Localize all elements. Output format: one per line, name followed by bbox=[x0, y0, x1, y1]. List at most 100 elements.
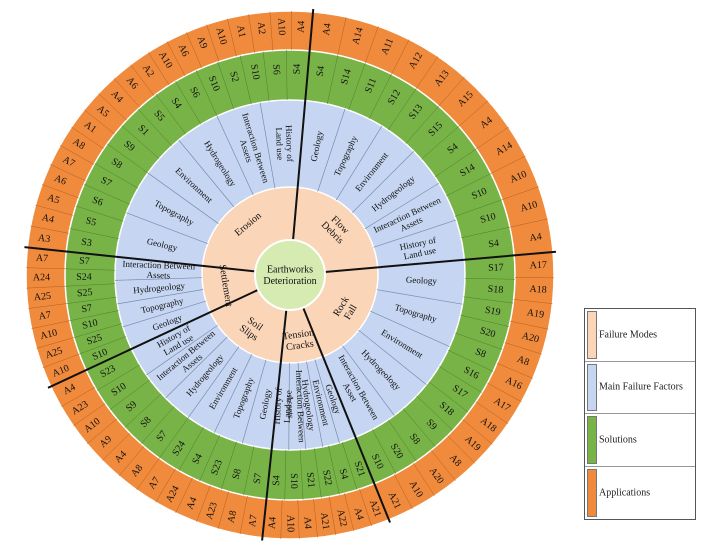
solution-separator bbox=[69, 310, 119, 321]
factor-separator bbox=[364, 182, 440, 230]
application-separator bbox=[487, 382, 522, 402]
solution-label: S4 bbox=[169, 96, 184, 111]
application-label: A6 bbox=[52, 173, 68, 188]
solution-label: S8 bbox=[407, 432, 422, 447]
solution-separator bbox=[387, 88, 417, 131]
application-label: A10 bbox=[214, 26, 229, 46]
application-separator bbox=[113, 78, 141, 108]
solution-separator bbox=[94, 163, 139, 189]
application-separator bbox=[31, 320, 70, 329]
solution-separator bbox=[455, 332, 503, 350]
application-label: A5 bbox=[46, 192, 61, 206]
solution-label: S7 bbox=[99, 175, 113, 190]
application-separator bbox=[130, 64, 155, 96]
application-separator bbox=[496, 362, 533, 379]
solution-label: S4 bbox=[315, 65, 327, 77]
factor-separator bbox=[306, 361, 324, 447]
application-label: A1 bbox=[234, 24, 247, 38]
application-label: A10 bbox=[519, 199, 539, 214]
application-separator bbox=[30, 225, 69, 234]
failure-mode-divider bbox=[302, 307, 391, 523]
application-label: A7 bbox=[38, 310, 52, 323]
solution-separator bbox=[434, 148, 477, 178]
legend: Failure Modes Main Failure Factors Solut… bbox=[584, 308, 696, 520]
solution-label: S25 bbox=[77, 287, 93, 299]
solution-separator bbox=[239, 55, 252, 105]
solution-label: S4 bbox=[292, 64, 303, 75]
failure-mode-divider bbox=[292, 8, 315, 241]
legend-swatch-applications bbox=[587, 468, 597, 517]
solution-separator bbox=[195, 70, 218, 117]
application-separator bbox=[269, 11, 274, 51]
solution-separator bbox=[217, 61, 235, 110]
solution-label: S10 bbox=[479, 211, 497, 226]
application-label: A7 bbox=[61, 154, 77, 169]
application-separator bbox=[73, 403, 106, 426]
solution-separator bbox=[84, 183, 130, 205]
application-label: A7 bbox=[247, 514, 260, 528]
application-separator bbox=[513, 299, 553, 304]
application-separator bbox=[28, 303, 67, 309]
application-separator bbox=[475, 401, 509, 425]
factor-separator bbox=[213, 354, 253, 433]
factor-separator bbox=[335, 125, 383, 201]
application-label: A2 bbox=[255, 21, 267, 34]
application-label: A4 bbox=[321, 22, 334, 36]
solution-separator bbox=[73, 323, 122, 338]
application-separator bbox=[337, 16, 347, 56]
factor-separator bbox=[317, 108, 346, 192]
application-separator bbox=[206, 24, 220, 62]
application-separator bbox=[50, 164, 86, 182]
solution-separator bbox=[439, 366, 482, 393]
application-separator bbox=[118, 446, 145, 477]
application-separator bbox=[148, 52, 170, 86]
application-separator bbox=[26, 267, 66, 270]
solution-separator bbox=[421, 126, 460, 160]
application-separator bbox=[458, 100, 489, 127]
solution-separator bbox=[66, 296, 117, 304]
factor-separator bbox=[147, 172, 219, 224]
solution-separator bbox=[159, 417, 189, 459]
application-label: A20 bbox=[521, 330, 540, 345]
solution-label: S21 bbox=[304, 472, 316, 489]
factor-separator bbox=[126, 212, 208, 245]
application-label: A14 bbox=[350, 26, 365, 46]
factor-separator bbox=[117, 289, 204, 305]
factor-label: Geology bbox=[406, 275, 438, 286]
failure-mode-divider bbox=[47, 288, 259, 389]
solution-separator bbox=[220, 441, 237, 490]
application-separator bbox=[35, 204, 74, 216]
solution-label: S10 bbox=[81, 317, 99, 331]
application-separator bbox=[155, 468, 176, 503]
failure-mode-divider bbox=[324, 250, 557, 273]
solution-separator bbox=[75, 205, 124, 222]
factor-separator bbox=[259, 102, 276, 189]
application-separator bbox=[328, 496, 337, 536]
solution-label: S8 bbox=[474, 346, 488, 360]
solution-label: S21 bbox=[351, 460, 367, 478]
factor-separator bbox=[165, 336, 228, 399]
application-separator bbox=[280, 499, 283, 539]
application-separator bbox=[248, 14, 255, 53]
factor-separator bbox=[297, 362, 307, 450]
solution-separator bbox=[388, 419, 417, 462]
solution-label: S4 bbox=[190, 452, 205, 466]
legend-label-applications: Applications bbox=[599, 487, 651, 499]
application-separator bbox=[98, 93, 127, 121]
application-separator bbox=[102, 432, 131, 461]
solution-separator bbox=[460, 226, 510, 239]
solution-separator bbox=[243, 446, 255, 496]
application-separator bbox=[36, 337, 74, 349]
factor-separator bbox=[358, 329, 427, 385]
application-separator bbox=[394, 474, 413, 510]
solution-separator bbox=[65, 283, 116, 287]
application-label: A8 bbox=[71, 136, 87, 152]
application-separator bbox=[447, 435, 476, 464]
application-separator bbox=[86, 418, 118, 445]
solution-label: S7 bbox=[252, 472, 265, 484]
application-label: A17 bbox=[529, 260, 547, 272]
solution-separator bbox=[348, 62, 366, 111]
application-label: A25 bbox=[44, 345, 64, 361]
solution-label: S10 bbox=[248, 63, 261, 80]
application-separator bbox=[462, 419, 493, 445]
